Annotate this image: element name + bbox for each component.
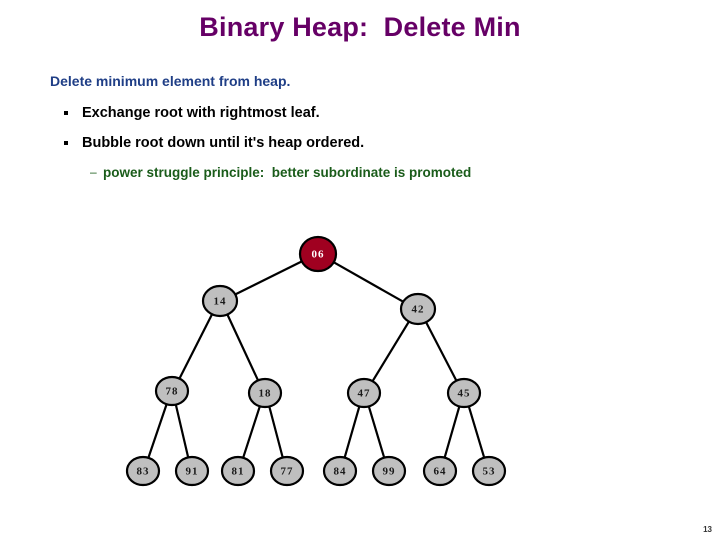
bullet-item: Exchange root with rightmost leaf.	[50, 103, 690, 123]
tree-node-shape	[174, 455, 210, 487]
tree-node-label: 78	[166, 386, 179, 398]
tree-node[interactable]: 18	[247, 377, 283, 409]
tree-node-shape	[399, 292, 437, 326]
tree-node[interactable]: 53	[471, 455, 507, 487]
tree-node-layer: 06 14 42 78 18 47 45 83 91 81 77 84 99 64 53	[125, 235, 507, 487]
tree-node-shape	[220, 455, 256, 487]
tree-node[interactable]: 77	[269, 455, 305, 487]
tree-edge	[467, 404, 486, 460]
tree-node-label: 06	[312, 249, 325, 261]
tree-node-shape	[154, 375, 190, 407]
tree-node-shape	[201, 284, 239, 318]
tree-node-shape	[247, 377, 283, 409]
tree-node[interactable]: 91	[174, 455, 210, 487]
tree-node-label: 64	[434, 466, 447, 478]
tree-edge	[424, 320, 458, 383]
tree-node-shape	[125, 455, 161, 487]
tree-node[interactable]: 84	[322, 455, 358, 487]
tree-edge	[177, 312, 214, 381]
tree-node-label: 77	[281, 466, 294, 478]
square-bullet-icon	[62, 103, 82, 123]
tree-edge	[443, 405, 461, 459]
tree-node[interactable]: 45	[446, 377, 482, 409]
tree-node[interactable]: 99	[371, 455, 407, 487]
tree-node[interactable]: 83	[125, 455, 161, 487]
tree-node-shape	[298, 235, 338, 273]
bullet-label: Exchange root with rightmost leaf.	[82, 105, 320, 121]
tree-edge	[233, 259, 304, 297]
tree-edge	[241, 404, 262, 460]
tree-node-label: 18	[259, 388, 272, 400]
tree-node[interactable]: 81	[220, 455, 256, 487]
tree-node-shape	[471, 455, 507, 487]
tree-node[interactable]: 78	[154, 375, 190, 407]
subbullet-item: – power struggle principle: better subor…	[50, 163, 690, 182]
tree-node-shape	[371, 455, 407, 487]
tree-node-shape	[422, 455, 458, 487]
tree-node-label: 47	[358, 388, 371, 400]
bullet-label: Bubble root down until it's heap ordered…	[82, 135, 365, 151]
tree-node-highlight[interactable]: 06	[298, 235, 338, 273]
tree-node[interactable]: 42	[399, 292, 437, 326]
tree-node-label: 42	[412, 304, 425, 316]
body-content: Delete minimum element from heap. Exchan…	[50, 72, 690, 186]
tree-node-shape	[322, 455, 358, 487]
tree-node[interactable]: 47	[346, 377, 382, 409]
lead-statement: Delete minimum element from heap.	[50, 73, 291, 89]
tree-node-shape	[346, 377, 382, 409]
tree-node-label: 99	[383, 466, 396, 478]
subbullet-label: power struggle principle: better subordi…	[103, 165, 472, 180]
tree-edge-layer	[146, 259, 486, 460]
tree-node-label: 14	[214, 296, 227, 308]
page-title: Binary Heap: Delete Min	[199, 12, 521, 42]
tree-node-label: 83	[137, 466, 150, 478]
tree-node[interactable]: 64	[422, 455, 458, 487]
tree-node-label: 81	[232, 466, 245, 478]
tree-node-label: 45	[458, 388, 471, 400]
tree-node-label: 53	[483, 466, 496, 478]
tree-edge	[267, 405, 285, 459]
tree-node-label: 91	[186, 466, 199, 478]
dash-bullet-icon: –	[90, 165, 97, 179]
tree-node-label: 84	[334, 466, 347, 478]
tree-edge	[367, 404, 386, 460]
tree-edge	[174, 403, 190, 459]
square-bullet-icon	[62, 133, 82, 153]
page-number: 13	[703, 525, 712, 534]
tree-edge	[343, 405, 361, 459]
tree-node-shape	[446, 377, 482, 409]
tree-node[interactable]: 14	[201, 284, 239, 318]
tree-edge	[331, 260, 405, 304]
tree-edge	[225, 312, 260, 382]
bullet-item: Bubble root down until it's heap ordered…	[50, 133, 690, 153]
tree-edge	[371, 320, 411, 383]
tree-edge	[146, 402, 169, 460]
tree-node-shape	[269, 455, 305, 487]
